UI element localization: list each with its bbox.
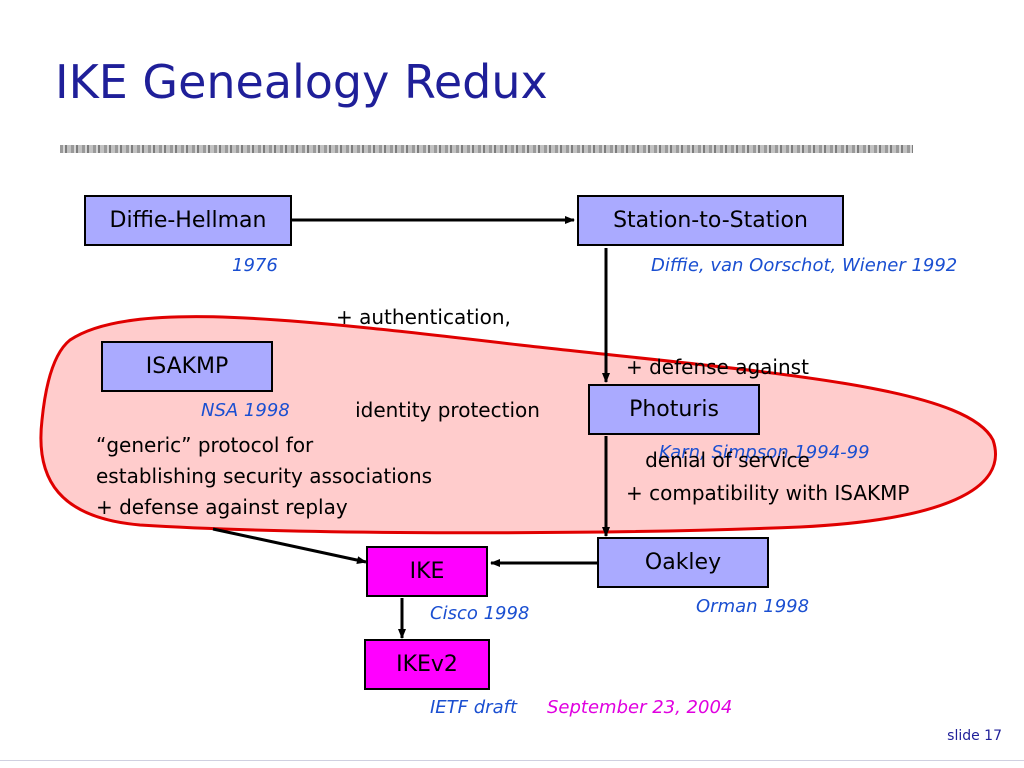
note-defense-dos: + defense against denial of service <box>626 290 810 507</box>
note-line: + defense against <box>626 355 809 379</box>
node-label: Photuris <box>629 397 719 422</box>
isakmp-photuris-grouping-ellipse <box>39 315 997 535</box>
note-authentication: + authentication, identity protection <box>336 240 540 457</box>
node-label: IKEv2 <box>396 652 458 677</box>
citation-station-to-station: Diffie, van Oorschot, Wiener 1992 <box>651 255 958 276</box>
note-line: + authentication, <box>336 305 511 329</box>
note-line: “generic” protocol for <box>96 433 314 457</box>
node-oakley: Oakley <box>597 537 769 588</box>
slide-title: IKE Genealogy Redux <box>55 55 548 109</box>
citation-isakmp: NSA 1998 <box>201 400 290 421</box>
footer-divider <box>0 760 1024 761</box>
node-label: Diffie-Hellman <box>109 208 267 233</box>
note-compatibility-isakmp: + compatibility with ISAKMP <box>626 478 909 509</box>
node-diffie-hellman: Diffie-Hellman <box>84 195 292 246</box>
note-line: establishing security associations <box>96 464 433 488</box>
node-label: Station-to-Station <box>613 208 808 233</box>
node-photuris: Photuris <box>588 384 760 435</box>
node-label: Oakley <box>644 550 722 575</box>
citation-ike: Cisco 1998 <box>430 603 530 624</box>
note-line: + defense against replay <box>96 495 348 519</box>
note-line: denial of service <box>626 448 810 472</box>
arrow-isakmp-to-ike <box>212 527 367 565</box>
citation-ikev2-draft: IETF draft <box>430 697 518 718</box>
node-label: IKE <box>409 559 445 584</box>
node-station-to-station: Station-to-Station <box>577 195 844 246</box>
note-line: + compatibility with ISAKMP <box>626 481 910 505</box>
note-line: identity protection <box>336 398 540 422</box>
citation-photuris: Karn, Simpson 1994-99 <box>659 442 870 463</box>
slide-number: slide 17 <box>947 728 1002 744</box>
node-label: ISAKMP <box>145 354 229 379</box>
note-isakmp-description: “generic” protocol for establishing secu… <box>96 430 432 523</box>
title-divider <box>60 145 913 153</box>
citation-oakley: Orman 1998 <box>696 596 810 617</box>
node-isakmp: ISAKMP <box>101 341 273 392</box>
citation-diffie-hellman: 1976 <box>232 255 278 276</box>
citation-ikev2-date: September 23, 2004 <box>547 697 733 718</box>
node-ike: IKE <box>366 546 488 597</box>
node-ikev2: IKEv2 <box>364 639 490 690</box>
